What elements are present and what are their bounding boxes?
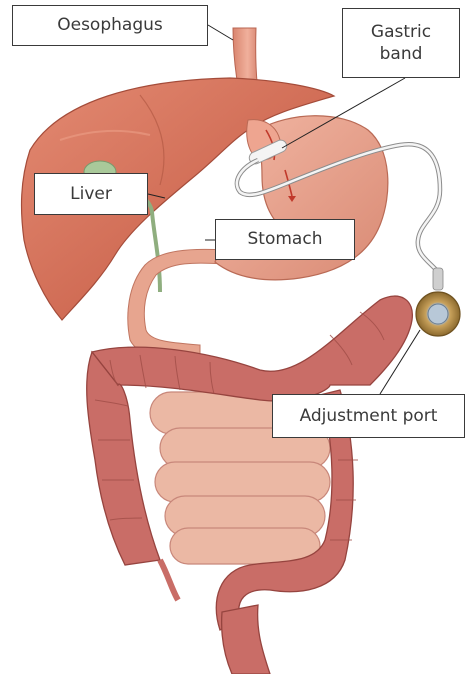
label-adjustment-port: Adjustment port: [272, 394, 465, 438]
label-oesophagus-text: Oesophagus: [57, 14, 163, 36]
adjustment-port-device: [416, 292, 460, 336]
label-gastric-band-line1: Gastric: [371, 21, 431, 43]
label-liver-text: Liver: [70, 183, 112, 205]
label-stomach-text: Stomach: [248, 228, 323, 250]
duodenum: [128, 249, 225, 360]
label-gastric-band-line2: band: [380, 43, 423, 65]
label-oesophagus: Oesophagus: [12, 5, 208, 46]
label-gastric-band: Gastric band: [342, 8, 460, 78]
label-adjustment-port-text: Adjustment port: [300, 405, 438, 427]
label-liver: Liver: [34, 173, 148, 215]
label-stomach: Stomach: [215, 219, 355, 260]
